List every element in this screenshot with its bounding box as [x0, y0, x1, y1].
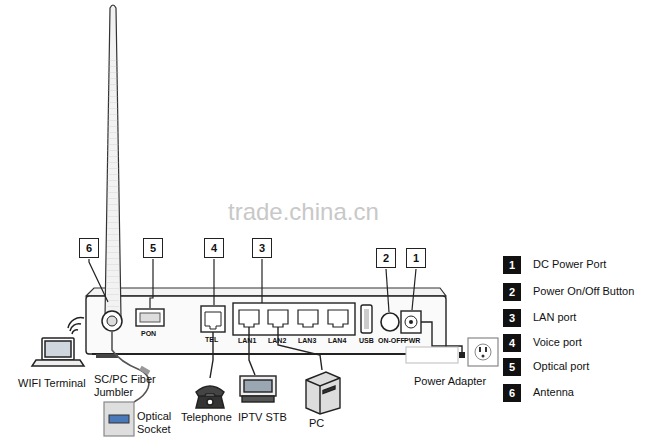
callout-number: 1	[406, 248, 426, 268]
port-label: USB	[359, 337, 374, 345]
callout-number: 3	[252, 238, 272, 258]
port-label: LAN2	[268, 337, 286, 345]
callout-number-text: 6	[509, 387, 515, 399]
legend-number-box: 2	[503, 283, 521, 301]
callout-number: 2	[376, 248, 396, 268]
callout-number: 6	[79, 238, 99, 258]
legend-number-box: 1	[503, 256, 521, 274]
port-label: LAN3	[298, 337, 316, 345]
callout-number-text: 6	[86, 242, 92, 254]
port-label: PWR	[404, 337, 420, 345]
device-label: SC/PC Fiber Jumbler	[94, 373, 164, 398]
legend-number-box: 6	[503, 384, 521, 402]
legend-number-box: 5	[503, 358, 521, 376]
legend-text: LAN port	[533, 311, 576, 324]
callout-number-text: 4	[211, 242, 217, 254]
callout-number-text: 2	[509, 286, 515, 298]
callout-number-text: 3	[259, 242, 265, 254]
callout-number: 4	[204, 238, 224, 258]
callout-number-text: 5	[509, 361, 515, 373]
legend-text: Optical port	[533, 360, 589, 373]
legend-text: Power On/Off Button	[533, 285, 634, 298]
device-label: Telephone	[181, 411, 232, 424]
legend-text: Voice port	[533, 336, 582, 349]
port-label: LAN4	[328, 337, 346, 345]
legend-number-box: 3	[503, 309, 521, 327]
device-label: IPTV STB	[238, 411, 287, 424]
port-label: ON-OFF	[378, 337, 405, 345]
callout-number-text: 2	[383, 252, 389, 264]
device-label: PC	[309, 417, 324, 430]
device-label: WIFI Terminal	[18, 377, 86, 390]
callout-number-text: 1	[413, 252, 419, 264]
callout-number-text: 3	[509, 312, 515, 324]
callout-number-text: 1	[509, 259, 515, 271]
port-label: TEL	[205, 336, 218, 344]
legend-number-box: 4	[503, 334, 521, 352]
legend-text: DC Power Port	[533, 258, 606, 271]
watermark: trade.china.cn	[228, 198, 379, 226]
callout-number: 5	[143, 238, 163, 258]
callout-number-text: 4	[509, 337, 515, 349]
device-label: Optical Socket	[137, 410, 187, 435]
callout-number-text: 5	[150, 242, 156, 254]
port-label: PON	[141, 330, 156, 338]
port-label: LAN1	[238, 337, 256, 345]
legend-text: Antenna	[533, 386, 574, 399]
device-label: Power Adapter	[414, 375, 486, 388]
